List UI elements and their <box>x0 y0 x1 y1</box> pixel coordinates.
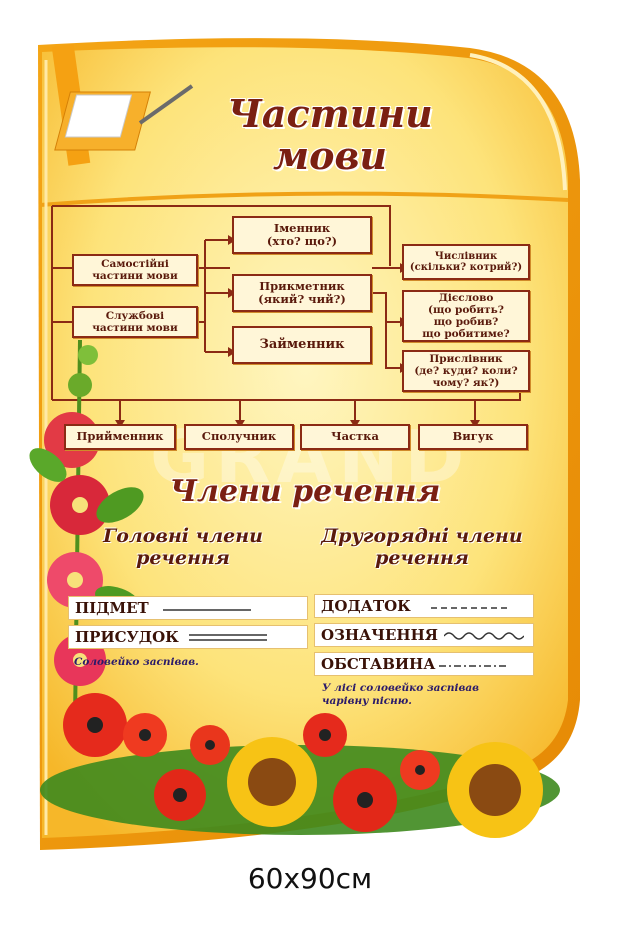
adjective-line1: Прикметник <box>259 278 345 293</box>
secondary-example-line2: чарівну пісню. <box>322 695 412 708</box>
auxiliary-parts-line2: частини мови <box>92 322 178 334</box>
poster-title-line2: мови <box>272 133 388 178</box>
particle-label: Частка <box>331 429 379 444</box>
single-underline-mark <box>162 609 251 611</box>
noun-line1: Іменник <box>273 220 331 235</box>
conjunction-box: Сполучник <box>184 424 294 450</box>
attribute-label: ОЗНАЧЕННЯ <box>321 626 438 644</box>
notebook-pen-icon <box>51 43 194 166</box>
main-members-line1: Головні члени <box>103 525 263 547</box>
secondary-example-line1: У лісі соловейко заспівав <box>322 682 480 694</box>
numeral-line1: Числівник <box>434 250 498 262</box>
adverb-line1: Прислівник <box>429 352 503 365</box>
adverb-line2: (де? куди? коли? <box>414 364 518 377</box>
secondary-members-line1: Другорядні члени <box>321 525 523 547</box>
main-members-heading: Головні члени речення <box>78 525 288 570</box>
pronoun-box: Займенник <box>232 326 372 364</box>
predicate-field: ПРИСУДОК <box>68 625 308 649</box>
verb-line1: Дієслово <box>438 291 494 304</box>
noun-box: Іменник(хто? що?) <box>232 216 372 254</box>
adverbial-label: ОБСТАВИНА <box>321 655 436 673</box>
independent-parts-line2: частини мови <box>92 270 178 282</box>
secondary-members-heading: Другорядні члени речення <box>292 525 552 570</box>
verb-line2: (що робить? <box>428 303 504 316</box>
attribute-field: ОЗНАЧЕННЯ <box>314 623 534 647</box>
sentence-members-title: Члени речення <box>169 474 441 509</box>
secondary-members-line2: речення <box>375 546 469 569</box>
preposition-label: Прийменник <box>76 429 164 444</box>
adjective-box: Прикметник(який? чий?) <box>232 274 372 312</box>
double-underline-mark <box>188 634 267 641</box>
adjective-line2: (який? чий?) <box>258 292 346 306</box>
secondary-members-example: У лісі соловейко заспівав чарівну пісню. <box>322 682 479 708</box>
object-label: ДОДАТОК <box>321 597 411 615</box>
preposition-box: Прийменник <box>64 424 176 450</box>
size-caption: 60x90см <box>247 862 373 895</box>
poster-title: Частини мови <box>180 92 480 176</box>
predicate-label: ПРИСУДОК <box>75 628 179 646</box>
main-members-line2: речення <box>136 546 230 569</box>
auxiliary-parts-line1: Службові <box>105 309 165 322</box>
interjection-label: Вигук <box>452 429 494 444</box>
object-field: ДОДАТОК <box>314 594 534 618</box>
conjunction-label: Сполучник <box>201 429 277 444</box>
subject-field: ПІДМЕТ <box>68 596 308 620</box>
verb-box: Дієслово(що робить?що робив?що робитиме? <box>402 290 530 342</box>
dash-dot-underline-mark <box>439 665 508 667</box>
wavy-underline-mark <box>443 632 524 640</box>
verb-line4: що робитиме? <box>422 328 510 341</box>
poster-title-line1: Частини <box>227 91 433 136</box>
numeral-line2: (скільки? котрий?) <box>409 262 523 273</box>
subject-label: ПІДМЕТ <box>75 599 149 617</box>
numeral-box: Числівник(скільки? котрий?) <box>402 244 530 280</box>
particle-box: Частка <box>300 424 410 450</box>
dashed-underline-mark <box>430 607 509 609</box>
adverb-box: Прислівник(де? куди? коли?чому? як?) <box>402 350 530 392</box>
adverbial-field: ОБСТАВИНА <box>314 652 534 676</box>
adverb-line3: чому? як?) <box>432 377 500 390</box>
interjection-box: Вигук <box>418 424 528 450</box>
main-members-example: Соловейко заспівав. <box>74 656 199 668</box>
noun-line2: (хто? що?) <box>266 234 338 248</box>
verb-line3: що робив? <box>433 316 499 328</box>
pronoun-line1: Займенник <box>259 336 345 352</box>
independent-parts-line1: Самостійні <box>101 257 169 270</box>
poppies-sunflowers-decoration <box>40 693 560 838</box>
